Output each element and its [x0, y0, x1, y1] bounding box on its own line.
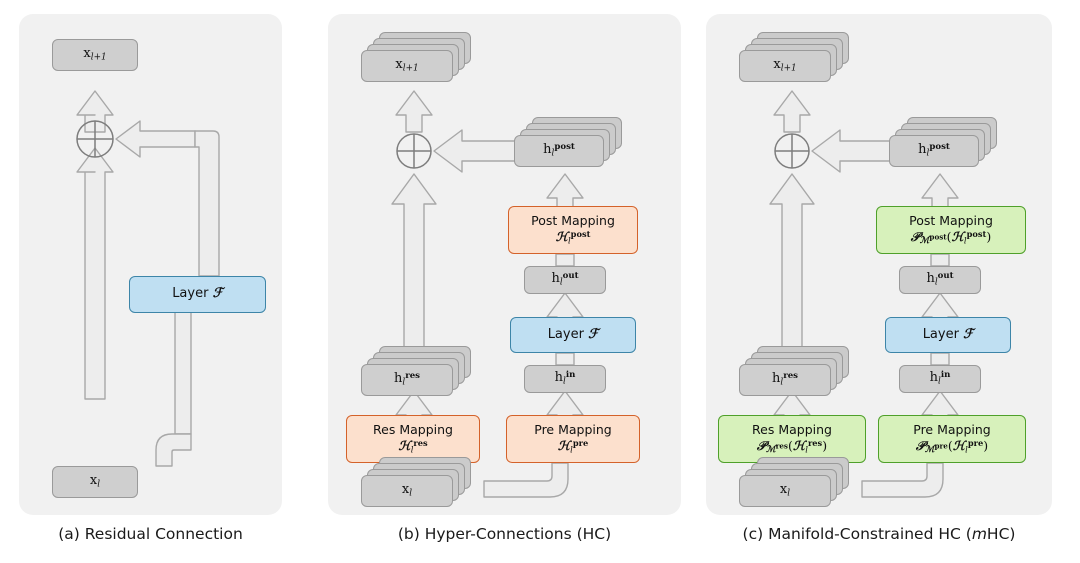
- connector-b-xl-premap: [483, 462, 569, 498]
- arrow-b-up-post: [546, 173, 584, 211]
- connector-b-postmap-hout: [555, 253, 575, 267]
- caption-c-italic-m: m: [971, 525, 987, 543]
- box-post-mapping-c: Post Mapping 𝒫ℳpost(ℋlpost): [876, 206, 1026, 254]
- label-pre-mapping-title-b: Pre Mapping: [534, 422, 612, 438]
- node-h-post-c-stack: hlpost: [889, 117, 1007, 173]
- label-x-l-plus-1-a: xl+1: [83, 46, 107, 63]
- label-post-mapping-title-c: Post Mapping: [909, 213, 993, 229]
- arrow-c-residual-up: [769, 173, 815, 350]
- label-h-out-b: hlout: [551, 271, 579, 288]
- panel-manifold-constrained-hc: xl+1 hlpost Post Mapping 𝒫ℳpost(ℋlpost) …: [706, 14, 1052, 515]
- label-h-out-c: hlout: [926, 271, 954, 288]
- connector-c-postmap-hout: [930, 253, 950, 267]
- label-post-mapping-title-b: Post Mapping: [531, 213, 615, 229]
- label-res-mapping-title-c: Res Mapping: [752, 422, 832, 438]
- label-layer-f-c: Layer ℱ: [922, 326, 974, 342]
- caption-panel-a: (a) Residual Connection: [19, 525, 282, 543]
- label-pre-mapping-formula-c: 𝒫ℳpre(ℋlpre): [915, 437, 989, 456]
- label-res-mapping-title-b: Res Mapping: [373, 422, 453, 438]
- node-h-out-b: hlout: [524, 266, 606, 294]
- panel-a-connectors: [76, 90, 220, 467]
- node-x-l-plus-1-a: xl+1: [52, 39, 138, 71]
- label-res-mapping-formula-c: 𝒫ℳres(ℋlres): [756, 437, 828, 456]
- node-h-in-b: hlin: [524, 365, 606, 393]
- node-x-l-c-stack: xl: [739, 457, 859, 513]
- connector-xl-to-layer: [155, 433, 192, 467]
- box-res-mapping-c: Res Mapping 𝒫ℳres(ℋlres): [718, 415, 866, 463]
- arrow-up-to-output: [76, 90, 114, 133]
- connector-b-layer-hin: [555, 352, 575, 366]
- connector-right-riser: [194, 130, 220, 277]
- node-layer-f-a: Layer ℱ: [129, 276, 266, 313]
- label-x-l-a: xl: [89, 473, 101, 490]
- arrow-left-into-operator: [115, 120, 196, 158]
- label-h-res-b: hlres: [393, 371, 420, 388]
- caption-panel-b: (b) Hyper-Connections (HC): [328, 525, 681, 543]
- panel-residual-connection: xl+1 Layer ℱ xl: [19, 14, 282, 515]
- connector-c-layer-hin: [930, 352, 950, 366]
- box-pre-mapping-c: Pre Mapping 𝒫ℳpre(ℋlpre): [878, 415, 1026, 463]
- node-x-l-plus-1-c: xl+1: [739, 50, 831, 82]
- node-h-post-c: hlpost: [889, 135, 979, 167]
- caption-c-post: HC): [986, 525, 1016, 543]
- label-layer-f-b: Layer ℱ: [547, 326, 599, 342]
- caption-c-pre: (c) Manifold-Constrained HC (: [742, 525, 972, 543]
- node-h-res-c-stack: hlres: [739, 346, 859, 402]
- label-h-in-c: hlin: [929, 370, 951, 387]
- label-x-l-b: xl: [401, 482, 413, 499]
- caption-b-text: (b) Hyper-Connections (HC): [397, 525, 612, 543]
- node-h-res-b-stack: hlres: [361, 346, 481, 402]
- caption-a-text: (a) Residual Connection: [58, 525, 243, 543]
- label-h-in-b: hlin: [554, 370, 576, 387]
- node-x-l-plus-1-b-stack: xl+1: [361, 32, 481, 88]
- label-pre-mapping-formula-b: ℋlpre: [557, 437, 589, 455]
- node-x-l-c: xl: [739, 475, 831, 507]
- label-x-l-c: xl: [779, 482, 791, 499]
- connector-c-xl-premap: [861, 462, 944, 498]
- label-post-mapping-formula-c: 𝒫ℳpost(ℋlpost): [910, 228, 992, 247]
- box-post-mapping-b: Post Mapping ℋlpost: [508, 206, 638, 254]
- label-post-mapping-formula-b: ℋlpost: [555, 228, 591, 246]
- box-res-mapping-b: Res Mapping ℋlres: [346, 415, 480, 463]
- arrow-up-residual-path: [76, 147, 114, 400]
- label-x-l-plus-1-b: xl+1: [395, 57, 419, 74]
- label-res-mapping-formula-b: ℋlres: [398, 437, 428, 455]
- node-layer-f-c: Layer ℱ: [885, 317, 1011, 353]
- label-x-l-plus-1-c: xl+1: [773, 57, 797, 74]
- node-h-res-c: hlres: [739, 364, 831, 396]
- arrow-c-up-to-output: [773, 90, 811, 133]
- node-h-res-b: hlres: [361, 364, 453, 396]
- node-x-l-plus-1-c-stack: xl+1: [739, 32, 859, 88]
- node-x-l-b-stack: xl: [361, 457, 481, 513]
- arrow-b-residual-up: [391, 173, 437, 350]
- arrow-b-up-to-output: [395, 90, 433, 133]
- label-h-res-c: hlres: [771, 371, 798, 388]
- node-h-in-c: hlin: [899, 365, 981, 393]
- label-h-post-b: hlpost: [543, 142, 575, 159]
- node-layer-f-b: Layer ℱ: [510, 317, 636, 353]
- label-h-post-c: hlpost: [918, 142, 950, 159]
- node-x-l-b: xl: [361, 475, 453, 507]
- node-h-out-c: hlout: [899, 266, 981, 294]
- node-h-post-b: hlpost: [514, 135, 604, 167]
- label-layer-f-a: Layer ℱ: [172, 286, 223, 302]
- node-h-post-b-stack: hlpost: [514, 117, 632, 173]
- node-x-l-a: xl: [52, 466, 138, 498]
- label-pre-mapping-title-c: Pre Mapping: [913, 422, 991, 438]
- caption-panel-c: (c) Manifold-Constrained HC (mHC): [706, 525, 1052, 543]
- arrow-c-up-post: [921, 173, 959, 211]
- panel-hyper-connections: xl+1 hlpost Post Mapping ℋlpost hlout La…: [328, 14, 681, 515]
- node-x-l-plus-1-b: xl+1: [361, 50, 453, 82]
- box-pre-mapping-b: Pre Mapping ℋlpre: [506, 415, 640, 463]
